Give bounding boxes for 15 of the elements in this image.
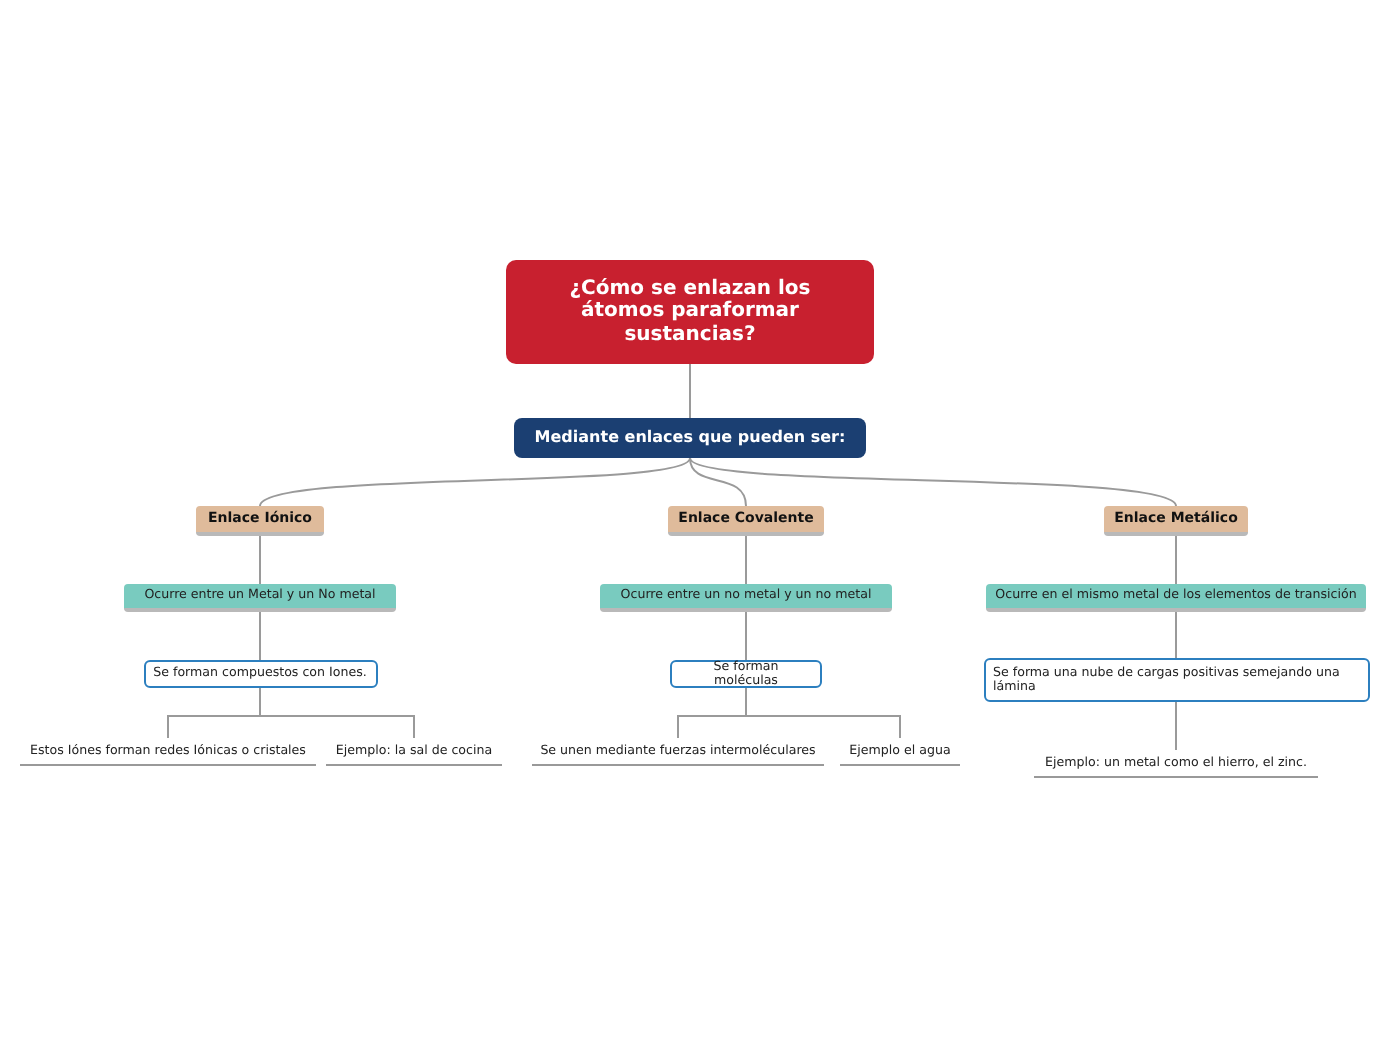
connector-line [745, 535, 747, 585]
connector-line [259, 687, 415, 739]
connector-line [1175, 701, 1177, 751]
connector-line [745, 611, 747, 661]
connector-line [689, 457, 747, 507]
title-box: ¿Cómo se enlazan los átomos paraformar sustancias? [506, 260, 874, 364]
connector-line [1175, 611, 1177, 659]
connector-line [259, 457, 691, 507]
connector-line [689, 457, 1177, 507]
topic-box: Mediante enlaces que pueden ser: [514, 418, 866, 458]
connector-line [745, 687, 901, 739]
connector-line [1175, 535, 1177, 585]
connector-line [259, 611, 261, 661]
connector-line [259, 535, 261, 585]
connector-line [689, 363, 691, 419]
